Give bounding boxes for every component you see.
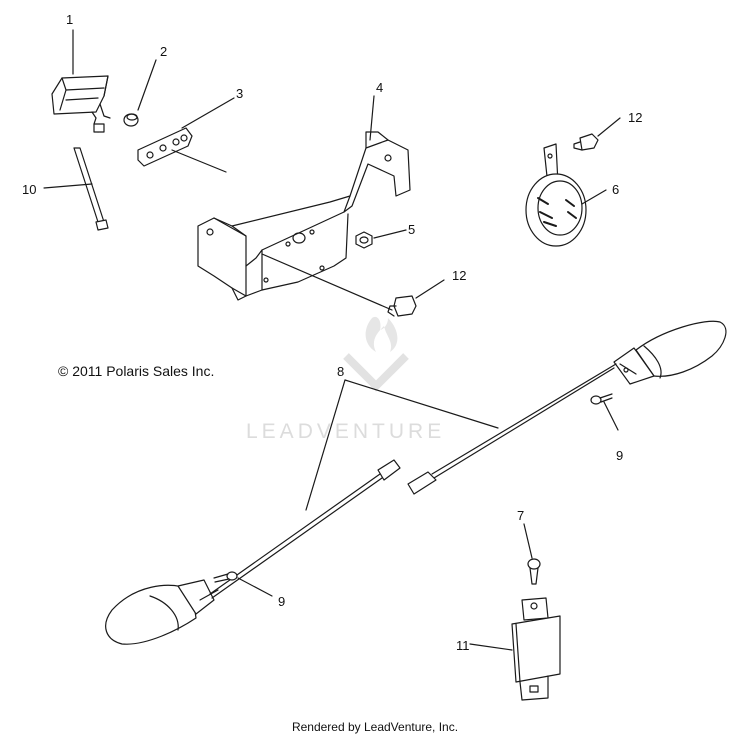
callout-1: 1 <box>66 12 73 27</box>
callout-9-lower: 9 <box>278 594 285 609</box>
part-9-screw-upper <box>590 393 613 405</box>
part-1-license-light <box>51 75 111 133</box>
leader-9-upper <box>603 401 619 431</box>
callout-5: 5 <box>408 222 415 237</box>
callout-6: 6 <box>612 182 619 197</box>
leader-2 <box>137 59 157 111</box>
leader-4b <box>261 253 393 311</box>
part-6-horn <box>525 143 587 247</box>
part-12-bolt-lower <box>387 295 417 317</box>
callout-2: 2 <box>160 44 167 59</box>
part-5-nut <box>355 231 373 249</box>
part-7-screw <box>527 558 541 585</box>
callout-8: 8 <box>337 364 344 379</box>
part-10-cable-tie <box>73 147 109 231</box>
callout-4: 4 <box>376 80 383 95</box>
part-4-bracket <box>197 131 411 301</box>
leader-4 <box>369 95 375 141</box>
leader-12-lower <box>415 279 445 299</box>
leader-8b <box>344 379 499 429</box>
watermark-logo <box>343 316 409 392</box>
leader-3 <box>181 97 235 129</box>
leader-7 <box>523 523 533 559</box>
leader-10 <box>43 183 93 189</box>
part-8-signal-lower <box>105 459 401 645</box>
part-3-plate <box>137 127 193 167</box>
leader-6 <box>581 189 607 205</box>
watermark-text: LEADVENTURE <box>246 420 445 443</box>
part-8-signal-upper <box>407 320 727 495</box>
callout-9-upper: 9 <box>616 448 623 463</box>
leader-12-upper <box>597 117 621 137</box>
leader-8a <box>305 379 346 511</box>
leader-11 <box>469 643 513 651</box>
callout-10: 10 <box>22 182 36 197</box>
part-12-bolt-upper <box>573 133 599 151</box>
leader-9-lower <box>237 577 273 597</box>
callout-11: 11 <box>456 638 470 653</box>
callout-7: 7 <box>517 508 524 523</box>
part-9-screw-lower <box>213 571 238 583</box>
footer-text: Rendered by LeadVenture, Inc. <box>291 720 459 734</box>
leader-5 <box>373 229 407 239</box>
callout-12-upper: 12 <box>628 110 642 125</box>
callout-3: 3 <box>236 86 243 101</box>
leader-3b <box>171 149 227 173</box>
callout-12-lower: 12 <box>452 268 466 283</box>
part-2-grommet <box>123 113 139 127</box>
copyright-text: © 2011 Polaris Sales Inc. <box>58 363 215 379</box>
part-11-relay <box>511 597 561 701</box>
